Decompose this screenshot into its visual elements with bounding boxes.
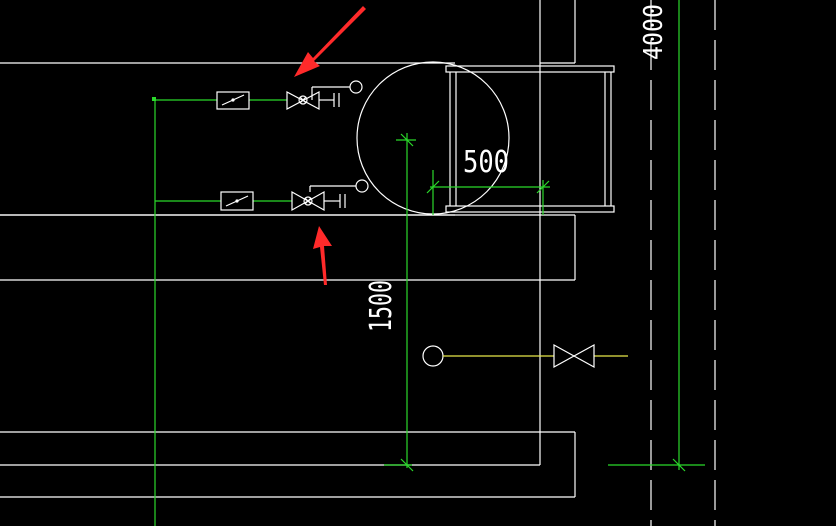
pipe-lines bbox=[154, 0, 705, 526]
dim-1500-label: 1500 bbox=[364, 280, 399, 332]
dim-500-tick-right bbox=[536, 180, 550, 194]
annotation-arrows bbox=[294, 6, 366, 285]
lower-valve[interactable] bbox=[291, 179, 369, 212]
gas-line-assembly[interactable] bbox=[422, 343, 628, 369]
frame-top-bar bbox=[445, 65, 615, 73]
gate-valve-icon bbox=[286, 91, 320, 110]
gas-outlet-circle bbox=[422, 345, 444, 367]
valve-stem-dot bbox=[298, 95, 308, 105]
annotation-arrow-lower bbox=[313, 226, 332, 285]
flow-meter-icon bbox=[216, 91, 250, 110]
flow-meter-dot bbox=[231, 98, 235, 102]
gate-valve-icon bbox=[291, 190, 325, 212]
valve-gauge-icon bbox=[355, 179, 369, 193]
dim-1500-tick-top bbox=[400, 133, 414, 147]
upper-valve[interactable] bbox=[286, 80, 363, 110]
wall-lines bbox=[0, 0, 576, 498]
frame-structure bbox=[445, 65, 615, 213]
flow-meter-dot bbox=[235, 199, 239, 203]
dim-500-label: 500 bbox=[463, 145, 509, 180]
valve-stem-dot bbox=[303, 196, 313, 206]
frame-bottom-bar bbox=[445, 205, 615, 213]
valve-stem-x2 bbox=[304, 197, 312, 205]
valve-gauge-icon bbox=[349, 80, 363, 94]
valve-stem-x2 bbox=[299, 96, 307, 104]
dim-1500-tick-bottom bbox=[400, 458, 414, 472]
dim-4000-label: 4000 bbox=[639, 4, 669, 60]
pipe-start-node bbox=[152, 97, 156, 101]
dim-4000-tick-bottom bbox=[672, 458, 686, 472]
lower-meter[interactable] bbox=[220, 191, 254, 211]
flow-meter-icon bbox=[220, 191, 254, 211]
annotation-arrow-upper bbox=[294, 6, 366, 77]
gas-valve-icon bbox=[553, 343, 595, 369]
dim-500-tick-left bbox=[426, 180, 440, 194]
upper-meter[interactable] bbox=[216, 91, 250, 110]
center-lines bbox=[650, 0, 716, 526]
